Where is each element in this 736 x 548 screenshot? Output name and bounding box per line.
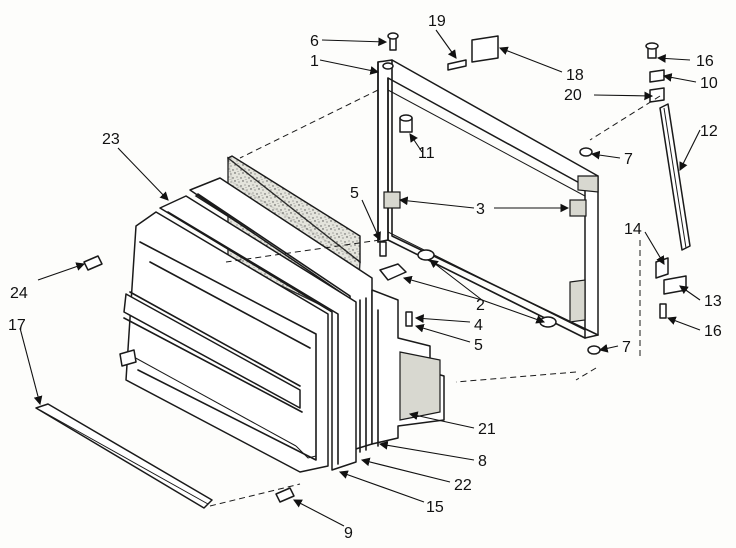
callout-7-top: 7	[624, 151, 633, 168]
callout-11: 11	[418, 145, 435, 162]
door-front-panel	[119, 211, 329, 473]
screw-parts	[379, 32, 413, 327]
callout-12: 12	[700, 123, 718, 140]
callout-labels: 6 1 19 18 16 10 20 12 11 7 3 5 2 4 5 7 1…	[8, 13, 722, 542]
callout-15: 15	[426, 499, 444, 516]
callout-23: 23	[102, 131, 120, 148]
callout-22: 22	[454, 477, 472, 494]
callout-18: 18	[566, 67, 584, 84]
callout-20: 20	[564, 87, 582, 104]
callout-4: 4	[474, 317, 483, 334]
callout-9: 9	[344, 525, 353, 542]
leader-lines	[19, 29, 701, 527]
callout-8: 8	[478, 453, 487, 470]
callout-1: 1	[310, 53, 319, 70]
hinge-brackets	[383, 191, 587, 217]
callout-17: 17	[8, 317, 26, 334]
callout-2: 2	[476, 297, 485, 314]
door-panels	[159, 177, 445, 471]
door-frame	[377, 59, 599, 339]
bottom-trim-strip	[35, 403, 213, 509]
callout-21: 21	[478, 421, 496, 438]
callout-24: 24	[10, 285, 28, 302]
frame-fittings	[379, 62, 601, 355]
callout-5-bottom: 5	[474, 337, 483, 354]
callout-7-bottom: 7	[622, 339, 631, 356]
callout-10: 10	[700, 75, 718, 92]
callout-16-top: 16	[696, 53, 714, 70]
callout-14: 14	[624, 221, 642, 238]
breaker-strip-parts	[447, 35, 499, 71]
callout-13: 13	[704, 293, 722, 310]
callout-19: 19	[428, 13, 446, 30]
plug-parts	[83, 255, 295, 503]
callout-16-bottom: 16	[704, 323, 722, 340]
callout-3: 3	[476, 201, 485, 218]
alignment-dashes	[209, 89, 597, 507]
callout-6: 6	[310, 33, 319, 50]
callout-5-top: 5	[350, 185, 359, 202]
right-hinge-assembly	[589, 42, 691, 360]
